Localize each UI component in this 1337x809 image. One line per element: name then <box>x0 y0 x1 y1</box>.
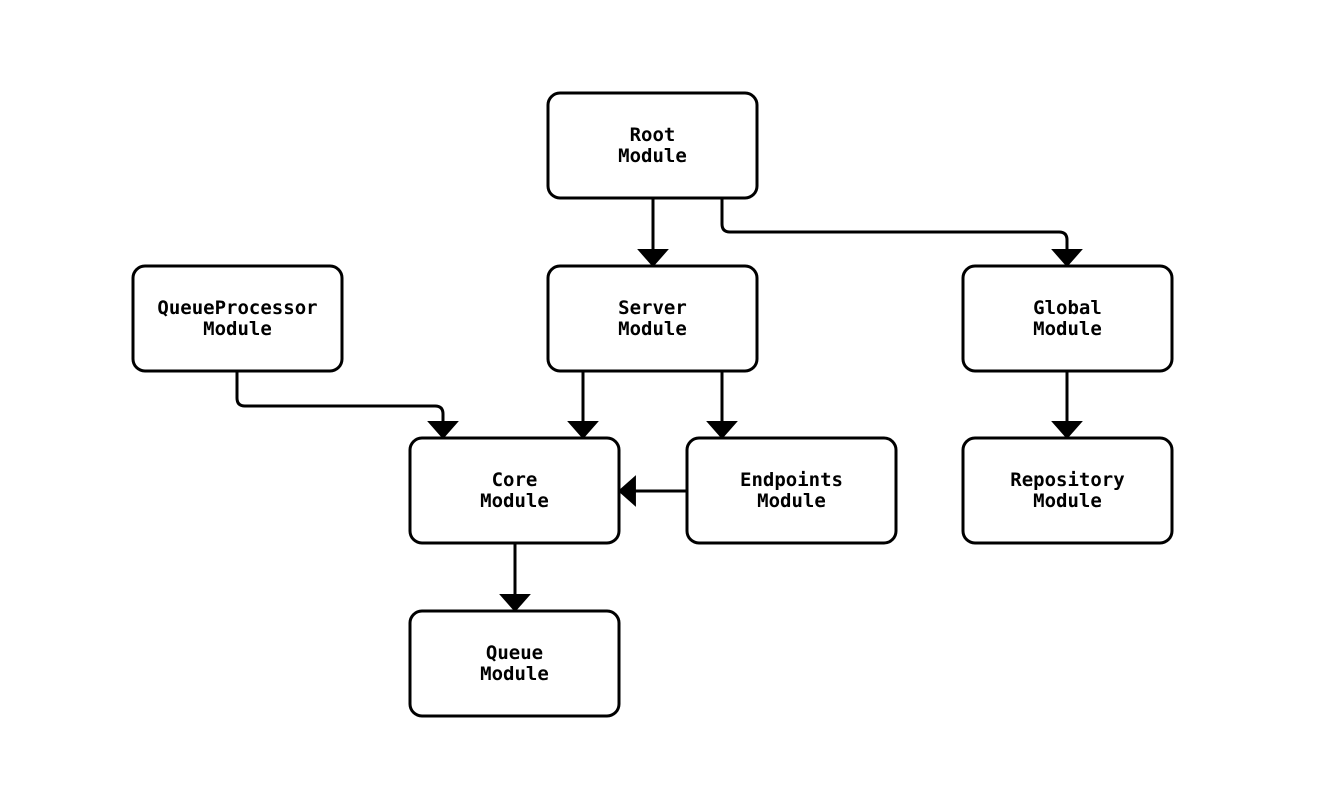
node-box <box>961 264 1174 373</box>
edge-root-to-global <box>720 198 1083 268</box>
node-box <box>546 264 759 373</box>
node-box <box>546 91 759 200</box>
edges-layer <box>235 198 1083 613</box>
node-box <box>961 436 1174 545</box>
node-box <box>408 436 621 545</box>
edge-queueprocessor-to-core <box>235 371 459 440</box>
node-box <box>131 264 344 373</box>
node-box <box>408 609 621 718</box>
node-box <box>685 436 898 545</box>
